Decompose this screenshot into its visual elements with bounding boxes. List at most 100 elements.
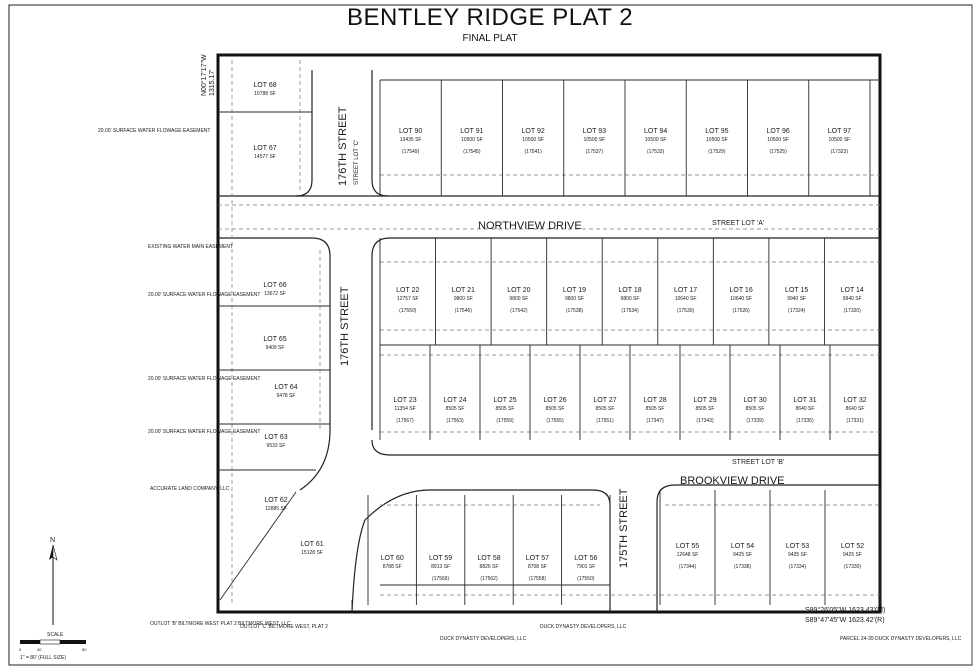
lot-16-label: LOT 16 [730, 287, 753, 294]
lot-63-label: LOT 63 [264, 434, 287, 441]
lot-20-area: 9800 SF [509, 296, 528, 302]
note-adjacent-sw: OUTLOT 'B' BILTMORE WEST PLAT 2 BILTMORE… [150, 621, 291, 627]
note-adjacent-se: PARCEL 24-39 DUCK DYNASTY DEVELOPERS, LL… [840, 636, 962, 642]
lot-30-label: LOT 30 [743, 397, 766, 404]
lot-55-address: (17344) [679, 564, 697, 570]
scale-tick-2: 80 [82, 647, 87, 652]
lot-15-label: LOT 15 [785, 287, 808, 294]
street-lot-c-label: STREET LOT 'C' [354, 140, 360, 185]
lot-68-area: 10788 SF [254, 91, 276, 97]
lot-18-label: LOT 18 [618, 287, 641, 294]
lot-56-area: 7901 SF [576, 564, 595, 570]
lot-18-area: 9800 SF [621, 296, 640, 302]
easement-lines [218, 60, 880, 605]
lot-64-label: LOT 64 [274, 384, 297, 391]
scale-bar: SCALE 0 40 80 1" = 80' (FULL SIZE) [19, 632, 87, 661]
lot-14-area: 9940 SF [843, 296, 862, 302]
lot-20-label: LOT 20 [507, 287, 530, 294]
lot-21-area: 9800 SF [454, 296, 473, 302]
lot-62-area: 12885 SF [265, 506, 287, 512]
lot-15-area: 9940 SF [787, 296, 806, 302]
lot-92-address: (17541) [525, 149, 543, 155]
lot-19-address: (17538) [566, 308, 584, 314]
lot-60-label: LOT 60 [381, 555, 404, 562]
lot-52-label: LOT 52 [841, 543, 864, 550]
lot-91-address: (17545) [463, 149, 481, 155]
lot-61-label: LOT 61 [300, 541, 323, 548]
lot-54-address: (17338) [734, 564, 752, 570]
lot-64-area: 9478 SF [277, 393, 296, 399]
lot-90-address: (17549) [402, 149, 420, 155]
lot-26-area: 8505 SF [546, 406, 565, 412]
lot-92-area: 10500 SF [522, 137, 544, 143]
lot-97-label: LOT 97 [828, 128, 851, 135]
lot-29-area: 8505 SF [696, 406, 715, 412]
lot-18-address: (17534) [621, 308, 639, 314]
lot-16-area: 10640 SF [730, 296, 752, 302]
note-adjacent-w: OUTLOT 'C' BILTMORE WEST, PLAT 2 [240, 624, 328, 630]
lot-27-label: LOT 27 [593, 397, 616, 404]
lot-63-area: 9533 SF [267, 443, 286, 449]
lot-57-label: LOT 57 [526, 555, 549, 562]
lot-65-area: 9409 SF [266, 345, 285, 351]
lot-58-address: (17562) [480, 576, 498, 582]
plat-subtitle: FINAL PLAT [462, 33, 518, 44]
street-175-label: 175TH STREET [618, 488, 630, 568]
lot-25-address: (17559) [496, 418, 514, 424]
lot-96-address: (17525) [770, 149, 788, 155]
lot-61-area: 15128 SF [301, 550, 323, 556]
lot-32-area: 8640 SF [846, 406, 865, 412]
scale-tick-0: 0 [19, 647, 22, 652]
lot-28-label: LOT 28 [643, 397, 666, 404]
lot-93-address: (17537) [586, 149, 604, 155]
lot-19-area: 9800 SF [565, 296, 584, 302]
lot-21-address: (17546) [455, 308, 473, 314]
lot-67-label: LOT 67 [253, 145, 276, 152]
lot-95-address: (17529) [708, 149, 726, 155]
lot-54-area: 9425 SF [733, 552, 752, 558]
lot-91-label: LOT 91 [460, 128, 483, 135]
lot-15-address: (17324) [788, 308, 806, 314]
lot-56-label: LOT 56 [574, 555, 597, 562]
lot-28-address: (17347) [646, 418, 664, 424]
lot-66-label: LOT 66 [263, 282, 286, 289]
northview-drive-label: NORTHVIEW DRIVE [478, 220, 582, 232]
lot-21-label: LOT 21 [452, 287, 475, 294]
lot-91-area: 10500 SF [461, 137, 483, 143]
lot-22-label: LOT 22 [396, 287, 419, 294]
lot-17-address: (17530) [677, 308, 695, 314]
lot-97-address: (17323) [831, 149, 849, 155]
lot-68-label: LOT 68 [253, 82, 276, 89]
street-176-lower-label: 176TH STREET [339, 286, 351, 366]
south-bearing-record: S89°47'45"W 1623.42'(R) [805, 616, 885, 624]
note-west-e: EXISTING WATER MAIN EASEMENT [148, 244, 233, 250]
lot-58-label: LOT 58 [477, 555, 500, 562]
lot-55-label: LOT 55 [676, 543, 699, 550]
lot-26-address: (17555) [546, 418, 564, 424]
lot-29-label: LOT 29 [693, 397, 716, 404]
note-west-c: 20.00' SURFACE WATER FLOWAGE EASEMENT [148, 376, 260, 382]
lot-32-address: (17331) [846, 418, 864, 424]
lot-94-area: 10500 SF [645, 137, 667, 143]
lot-53-address: (17334) [789, 564, 807, 570]
lot-16-address: (17526) [732, 308, 750, 314]
lot-27-area: 8505 SF [596, 406, 615, 412]
note-west-a: 20.00' SURFACE WATER FLOWAGE EASEMENT [98, 128, 210, 134]
lot-22-address: (17550) [399, 308, 417, 314]
lot-95-label: LOT 95 [705, 128, 728, 135]
lot-90-label: LOT 90 [399, 128, 422, 135]
lot-94-address: (17533) [647, 149, 665, 155]
scale-title: SCALE [47, 632, 64, 638]
scale-tick-1: 40 [37, 647, 42, 652]
lot-56-address: (17550) [577, 576, 595, 582]
lot-67-area: 14577 SF [254, 154, 276, 160]
note-adjacent-owner: ACCURATE LAND COMPANY, LLC [150, 486, 230, 492]
note-adjacent-s2: DUCK DYNASTY DEVELOPERS, LLC [540, 624, 627, 630]
lot-27-address: (17551) [596, 418, 614, 424]
lot-29-address: (17343) [696, 418, 714, 424]
lot-32-label: LOT 32 [843, 397, 866, 404]
lot-28-area: 8505 SF [646, 406, 665, 412]
lot-52-address: (17330) [844, 564, 862, 570]
south-bearing-measured: S89°26'05"W 1623.43'(M) [805, 606, 885, 614]
